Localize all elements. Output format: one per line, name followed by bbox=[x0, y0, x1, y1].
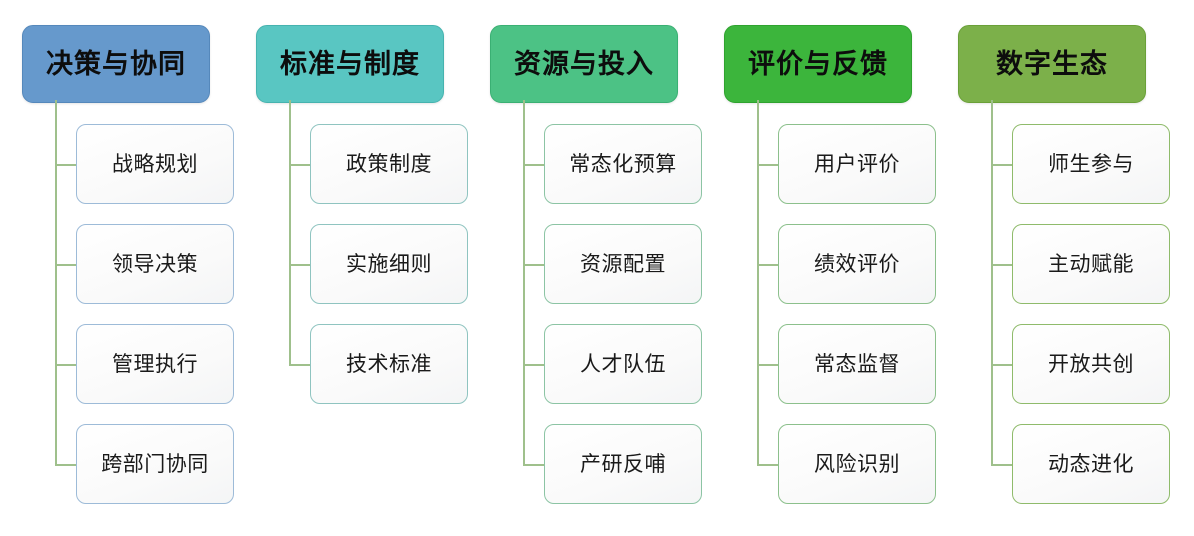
column-header-evaluation[interactable]: 评价与反馈 bbox=[724, 25, 912, 103]
connector-trunk-resources bbox=[523, 100, 525, 464]
connector-branch bbox=[757, 264, 780, 266]
connector-branch bbox=[757, 464, 780, 466]
sub-item-box[interactable]: 政策制度 bbox=[310, 124, 468, 204]
column-standards: 标准与制度政策制度实施细则技术标准 bbox=[252, 0, 472, 536]
sub-item-box[interactable]: 战略规划 bbox=[76, 124, 234, 204]
column-header-label: 评价与反馈 bbox=[748, 48, 888, 79]
sub-item-label: 风险识别 bbox=[814, 452, 900, 476]
sub-item-label: 常态监督 bbox=[814, 352, 900, 376]
connector-branch bbox=[757, 364, 780, 366]
connector-branch bbox=[991, 164, 1014, 166]
sub-item-box[interactable]: 风险识别 bbox=[778, 424, 936, 504]
connector-branch bbox=[55, 464, 78, 466]
sub-item-label: 常态化预算 bbox=[569, 152, 677, 176]
sub-item-box[interactable]: 跨部门协同 bbox=[76, 424, 234, 504]
connector-branch bbox=[55, 164, 78, 166]
sub-item-box[interactable]: 人才队伍 bbox=[544, 324, 702, 404]
sub-item-label: 战略规划 bbox=[112, 152, 198, 176]
column-header-label: 资源与投入 bbox=[514, 48, 654, 79]
connector-branch bbox=[55, 264, 78, 266]
column-evaluation: 评价与反馈用户评价绩效评价常态监督风险识别 bbox=[720, 0, 940, 536]
column-header-ecosystem[interactable]: 数字生态 bbox=[958, 25, 1146, 103]
connector-trunk-standards bbox=[289, 100, 291, 364]
sub-item-label: 师生参与 bbox=[1048, 152, 1134, 176]
sub-item-label: 用户评价 bbox=[814, 152, 900, 176]
sub-item-box[interactable]: 常态化预算 bbox=[544, 124, 702, 204]
sub-item-label: 主动赋能 bbox=[1048, 252, 1134, 276]
column-header-decision[interactable]: 决策与协同 bbox=[22, 25, 210, 103]
sub-item-box[interactable]: 管理执行 bbox=[76, 324, 234, 404]
connector-branch bbox=[523, 464, 546, 466]
sub-item-label: 跨部门协同 bbox=[101, 452, 209, 476]
sub-item-box[interactable]: 产研反哺 bbox=[544, 424, 702, 504]
sub-item-box[interactable]: 资源配置 bbox=[544, 224, 702, 304]
sub-item-label: 开放共创 bbox=[1048, 352, 1134, 376]
connector-branch bbox=[991, 264, 1014, 266]
connector-branch bbox=[523, 164, 546, 166]
sub-item-box[interactable]: 用户评价 bbox=[778, 124, 936, 204]
sub-item-label: 人才队伍 bbox=[580, 352, 666, 376]
sub-item-label: 绩效评价 bbox=[814, 252, 900, 276]
sub-item-label: 实施细则 bbox=[346, 252, 432, 276]
sub-item-box[interactable]: 领导决策 bbox=[76, 224, 234, 304]
connector-branch bbox=[289, 164, 312, 166]
connector-branch bbox=[757, 164, 780, 166]
column-decision: 决策与协同战略规划领导决策管理执行跨部门协同 bbox=[18, 0, 238, 536]
sub-item-label: 产研反哺 bbox=[580, 452, 666, 476]
connector-branch bbox=[289, 364, 312, 366]
sub-item-label: 政策制度 bbox=[346, 152, 432, 176]
connector-trunk-evaluation bbox=[757, 100, 759, 464]
sub-item-box[interactable]: 主动赋能 bbox=[1012, 224, 1170, 304]
connector-branch bbox=[523, 364, 546, 366]
sub-item-label: 管理执行 bbox=[112, 352, 198, 376]
column-header-label: 标准与制度 bbox=[280, 48, 420, 79]
column-ecosystem: 数字生态师生参与主动赋能开放共创动态进化 bbox=[954, 0, 1174, 536]
connector-branch bbox=[523, 264, 546, 266]
sub-item-box[interactable]: 常态监督 bbox=[778, 324, 936, 404]
sub-item-box[interactable]: 师生参与 bbox=[1012, 124, 1170, 204]
sub-item-label: 领导决策 bbox=[112, 252, 198, 276]
connector-trunk-decision bbox=[55, 100, 57, 464]
connector-branch bbox=[289, 264, 312, 266]
sub-item-box[interactable]: 开放共创 bbox=[1012, 324, 1170, 404]
column-resources: 资源与投入常态化预算资源配置人才队伍产研反哺 bbox=[486, 0, 706, 536]
column-header-standards[interactable]: 标准与制度 bbox=[256, 25, 444, 103]
sub-item-label: 技术标准 bbox=[346, 352, 432, 376]
sub-item-box[interactable]: 绩效评价 bbox=[778, 224, 936, 304]
column-header-label: 决策与协同 bbox=[46, 48, 186, 79]
connector-trunk-ecosystem bbox=[991, 100, 993, 464]
sub-item-box[interactable]: 动态进化 bbox=[1012, 424, 1170, 504]
connector-branch bbox=[991, 464, 1014, 466]
connector-branch bbox=[991, 364, 1014, 366]
sub-item-box[interactable]: 技术标准 bbox=[310, 324, 468, 404]
sub-item-label: 动态进化 bbox=[1048, 452, 1134, 476]
column-header-resources[interactable]: 资源与投入 bbox=[490, 25, 678, 103]
sub-item-box[interactable]: 实施细则 bbox=[310, 224, 468, 304]
column-header-label: 数字生态 bbox=[996, 48, 1108, 79]
connector-branch bbox=[55, 364, 78, 366]
sub-item-label: 资源配置 bbox=[580, 252, 666, 276]
